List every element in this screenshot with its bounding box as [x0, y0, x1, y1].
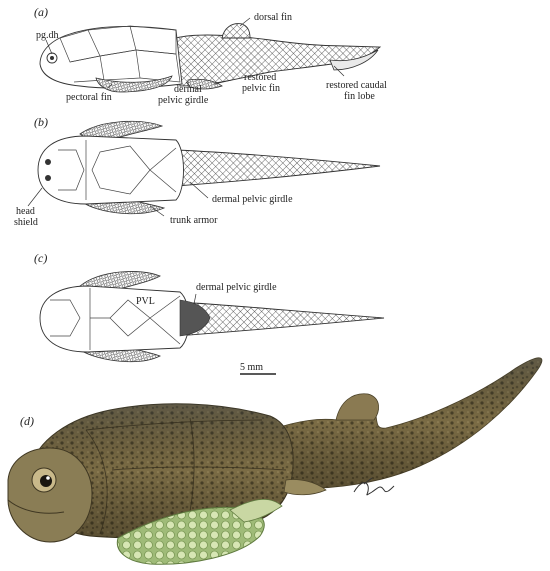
label-restored-pelvic-fin-line2: pelvic fin [242, 83, 280, 94]
panel-d-life-reconstruction: (d) [8, 358, 542, 564]
panel-b-label: (b) [34, 115, 48, 129]
panel-d-head [8, 448, 92, 542]
label-pectoral-fin: pectoral fin [66, 92, 112, 103]
label-dermal-pelvic-girdle-c: dermal pelvic girdle [196, 282, 277, 293]
panel-c-armor-outline [40, 286, 189, 352]
label-dorsal-fin: dorsal fin [254, 12, 292, 23]
panel-b-tail [176, 150, 380, 186]
label-restored-caudal-line1: restored caudal [326, 80, 387, 91]
panel-b-dorsal-view: (b) head shield trunk armor dermal pelvi… [14, 115, 380, 228]
label-restored-pelvic-fin-line1: restored [244, 72, 276, 83]
panel-b-eye-right [45, 175, 51, 181]
panel-c-ventral-view: (c) PVL dermal pelvic girdle 5 mm [34, 251, 384, 374]
panel-a-dorsal-fin [222, 24, 250, 38]
panel-d-label: (d) [20, 414, 34, 428]
label-dermal-pelvic-girdle-a-line2: pelvic girdle [158, 95, 209, 106]
scale-bar: 5 mm [240, 362, 276, 374]
label-head-shield-line2: shield [14, 217, 38, 228]
label-dermal-pelvic-girdle-b: dermal pelvic girdle [212, 194, 293, 205]
label-head-shield-line1: head [16, 206, 35, 217]
label-pvl: PVL [136, 296, 155, 307]
scale-bar-label: 5 mm [240, 362, 263, 373]
panel-a-label: (a) [34, 5, 48, 19]
panel-c-label: (c) [34, 251, 47, 265]
panel-a-lateral-view: (a) pg.dh dorsal fin pe [34, 5, 387, 106]
panel-b-armor-outline [38, 136, 184, 204]
panel-d-dorsal-fin [336, 394, 379, 420]
label-pg-dh: pg.dh [36, 30, 59, 41]
panel-b-eye-left [45, 159, 51, 165]
label-dermal-pelvic-girdle-a-line1: dermal [174, 84, 202, 95]
label-trunk-armor: trunk armor [170, 215, 218, 226]
label-restored-caudal-line2: fin lobe [344, 91, 375, 102]
